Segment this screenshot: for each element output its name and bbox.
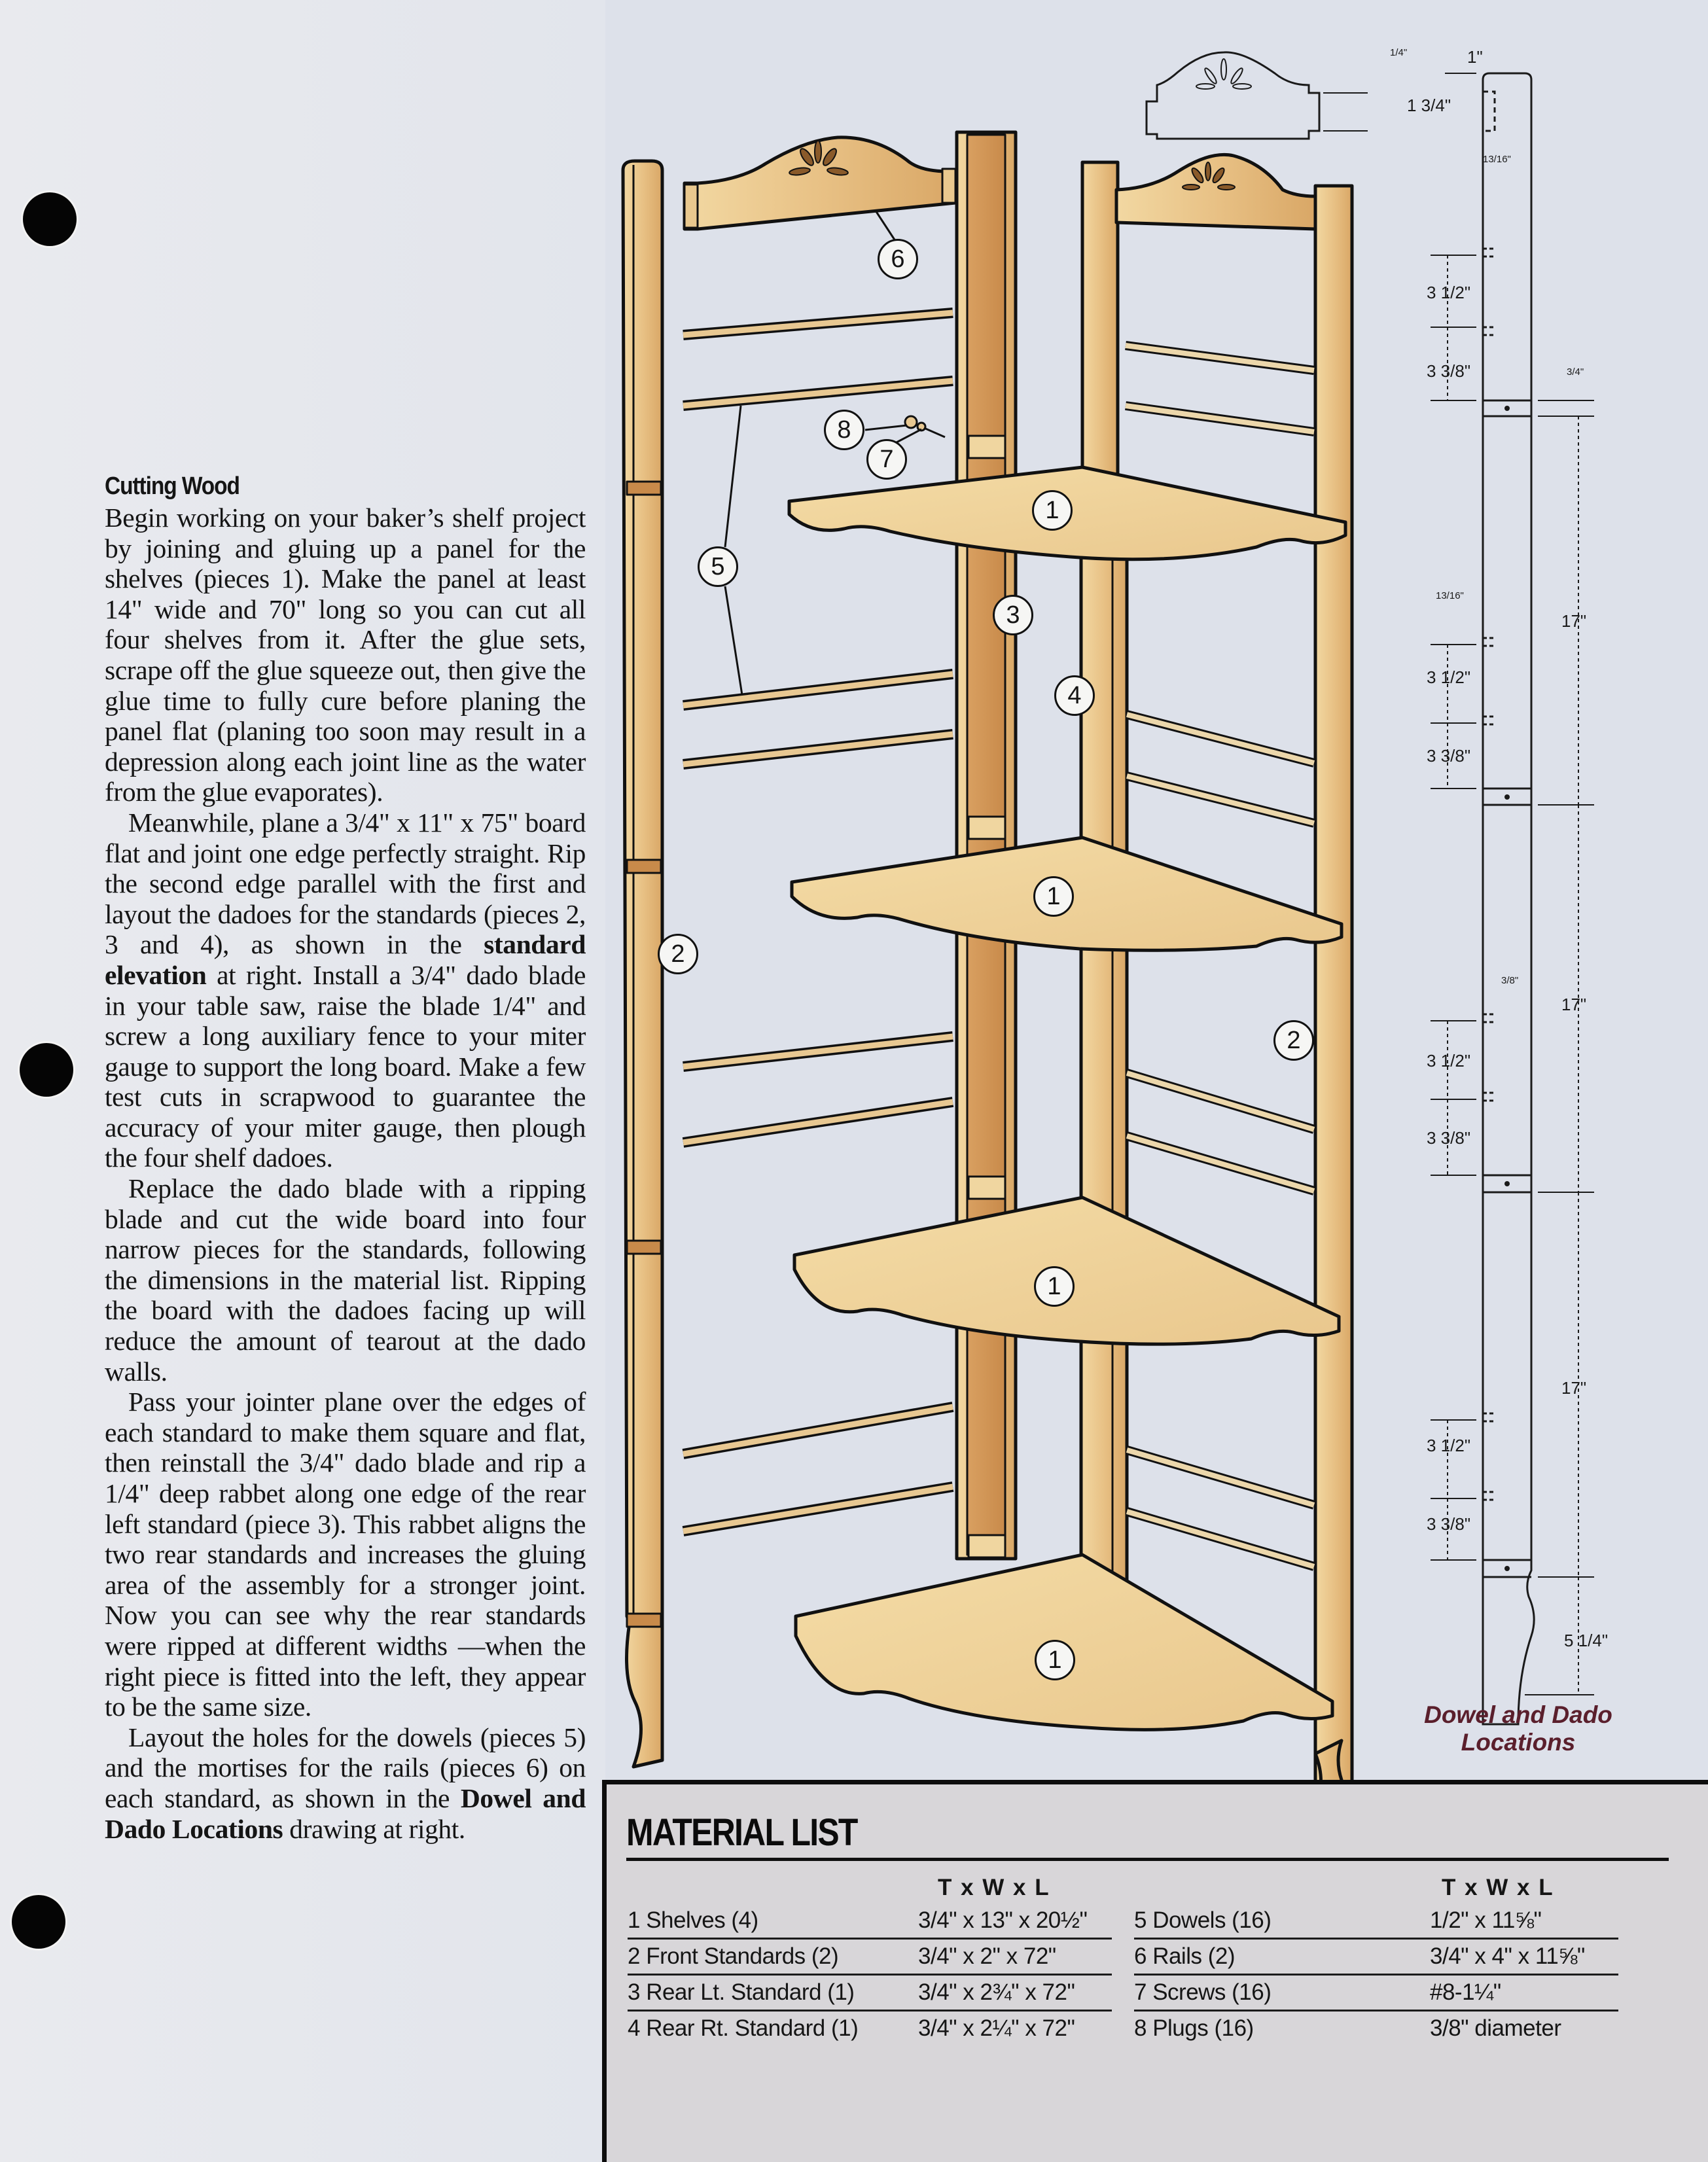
dim-dado-width: 3/4" xyxy=(1567,366,1584,378)
punch-hole-top xyxy=(23,192,77,246)
material-name: 6 Rails (2) xyxy=(1134,1943,1235,1969)
material-size: 1/2" x 11⅝" xyxy=(1430,1907,1542,1933)
dim-dowel-spacing-3: 3 1/2" xyxy=(1427,1051,1471,1071)
material-row: 4 Rear Rt. Standard (1) 3/4" x 2¼" x 72" xyxy=(628,2011,1112,2046)
material-row: 3 Rear Lt. Standard (1) 3/4" x 2¾" x 72" xyxy=(628,1976,1112,2011)
shelf-dados xyxy=(1483,399,1531,1578)
dowel-holes xyxy=(1483,247,1496,1501)
front-standard-left xyxy=(621,159,664,1769)
dim-three-eighths: 3/8" xyxy=(1501,975,1519,986)
rear-left-standard xyxy=(955,130,1018,1561)
dim-one-inch: 1" xyxy=(1467,47,1483,67)
dowels-installed xyxy=(1125,341,1316,1571)
callout-plugs-8: 8 xyxy=(824,410,864,450)
material-row: 2 Front Standards (2) 3/4" x 2" x 72" xyxy=(628,1940,1112,1976)
dim-dowel-spacing-1: 3 1/2" xyxy=(1427,283,1471,302)
dim-dowel-spacing-2: 3 1/2" xyxy=(1427,667,1471,687)
dim-one-three-quarter: 1 3/4" xyxy=(1407,96,1451,115)
material-size: 3/4" x 2¾" x 72" xyxy=(918,1979,1075,2005)
material-list-right-column: T x W x L 5 Dowels (16) 1/2" x 11⅝" 6 Ra… xyxy=(1134,1875,1645,2046)
material-list-panel: MATERIAL LIST T x W x L 1 Shelves (4) 3/… xyxy=(602,1780,1708,2162)
material-size: 3/4" x 13" x 20½" xyxy=(918,1907,1088,1933)
material-row: 7 Screws (16) #8-1¼" xyxy=(1134,1976,1618,2011)
callout-front-standard-2-right: 2 xyxy=(1273,1020,1314,1061)
callout-dowels-5: 5 xyxy=(698,546,738,587)
dim-dowel-offset-1: 3 3/8" xyxy=(1427,361,1471,381)
callout-rear-right-standard-4: 4 xyxy=(1054,675,1095,716)
standard-elevation-reference: standard elevation xyxy=(105,929,586,990)
callout-shelf-1-second: 1 xyxy=(1033,876,1074,917)
material-name: 7 Screws (16) xyxy=(1134,1979,1272,2005)
paragraph-4: Pass your jointer plane over the edges o… xyxy=(105,1387,586,1722)
dim-shelf-spacing-2: 17" xyxy=(1561,995,1587,1014)
material-name: 8 Plugs (16) xyxy=(1134,2015,1254,2041)
dimension-header-left: T x W x L xyxy=(938,1875,1050,1900)
dim-dowel-offset-2: 3 3/8" xyxy=(1427,746,1471,766)
dowel-dado-reference: Dowel and Dado Locations xyxy=(105,1782,586,1844)
standard-elevation xyxy=(1482,72,1535,1726)
callout-shelf-1-top: 1 xyxy=(1032,490,1073,531)
article: Cutting Wood Begin working on your baker… xyxy=(105,470,586,1844)
material-list-divider xyxy=(626,1858,1669,1861)
dim-quarter-inch: 1/4" xyxy=(1390,47,1408,58)
dim-thirteen-sixteenths-mid: 13/16" xyxy=(1436,590,1464,601)
material-list-left-column: T x W x L 1 Shelves (4) 3/4" x 13" x 20½… xyxy=(628,1875,1118,2046)
material-name: 3 Rear Lt. Standard (1) xyxy=(628,1979,855,2005)
dim-dowel-spacing-4: 3 1/2" xyxy=(1427,1436,1471,1455)
paragraph-1: Begin working on your baker’s shelf proj… xyxy=(105,503,586,807)
callout-shelf-1-bottom: 1 xyxy=(1035,1640,1075,1680)
screw-and-plug xyxy=(904,415,946,438)
material-name: 1 Shelves (4) xyxy=(628,1907,758,1933)
top-rail-exploded xyxy=(683,135,957,231)
dim-thirteen-sixteenths-top: 13/16" xyxy=(1483,154,1511,165)
dowel-dado-locations-drawing xyxy=(1145,51,1594,1726)
material-row: 8 Plugs (16) 3/8" diameter xyxy=(1134,2011,1618,2046)
material-row: 5 Dowels (16) 1/2" x 11⅝" xyxy=(1134,1904,1618,1940)
material-row: 6 Rails (2) 3/4" x 4" x 11⅝" xyxy=(1134,1940,1618,1976)
callout-shelf-1-third: 1 xyxy=(1034,1266,1075,1307)
dim-shelf-spacing-1: 17" xyxy=(1561,611,1587,631)
section-heading: Cutting Wood xyxy=(105,472,240,500)
material-size: #8-1¼" xyxy=(1430,1979,1501,2005)
rail-profile xyxy=(1145,51,1321,140)
rear-right-standard xyxy=(1079,535,1129,1586)
callout-screws-7: 7 xyxy=(866,439,907,480)
front-standard-right-assembly xyxy=(1080,152,1354,1837)
paragraph-3: Replace the dado blade with a ripping bl… xyxy=(105,1173,586,1387)
material-size: 3/4" x 2" x 72" xyxy=(918,1943,1056,1969)
material-name: 4 Rear Rt. Standard (1) xyxy=(628,2015,859,2041)
dowel-dado-drawing-title: Dowel and Dado Locations xyxy=(1424,1701,1612,1756)
paragraph-2: Meanwhile, plane a 3/4" x 11" x 75" boar… xyxy=(105,807,586,1173)
dim-dowel-offset-3: 3 3/8" xyxy=(1427,1128,1471,1148)
material-size: 3/4" x 2¼" x 72" xyxy=(918,2015,1075,2041)
material-size: 3/8" diameter xyxy=(1430,2015,1561,2041)
text-column-background xyxy=(0,0,605,2162)
dim-dowel-offset-4: 3 3/8" xyxy=(1427,1514,1471,1534)
dimension-header-right: T x W x L xyxy=(1442,1875,1554,1900)
dim-shelf-spacing-3: 17" xyxy=(1561,1378,1587,1398)
material-size: 3/4" x 4" x 11⅝" xyxy=(1430,1943,1585,1969)
paragraph-5: Layout the holes for the dowels (pieces … xyxy=(105,1722,586,1844)
punch-hole-bottom xyxy=(12,1895,65,1949)
dim-foot-height: 5 1/4" xyxy=(1564,1631,1609,1650)
callout-rear-left-standard-3: 3 xyxy=(993,595,1033,635)
callout-front-standard-2-left: 2 xyxy=(658,934,698,974)
punch-hole-middle xyxy=(20,1043,73,1097)
material-name: 2 Front Standards (2) xyxy=(628,1943,839,1969)
material-row: 1 Shelves (4) 3/4" x 13" x 20½" xyxy=(628,1904,1112,1940)
material-name: 5 Dowels (16) xyxy=(1134,1907,1272,1933)
dowels-exploded xyxy=(682,308,954,1536)
callout-rails-6: 6 xyxy=(878,239,918,279)
material-list-title: MATERIAL LIST xyxy=(626,1811,858,1854)
